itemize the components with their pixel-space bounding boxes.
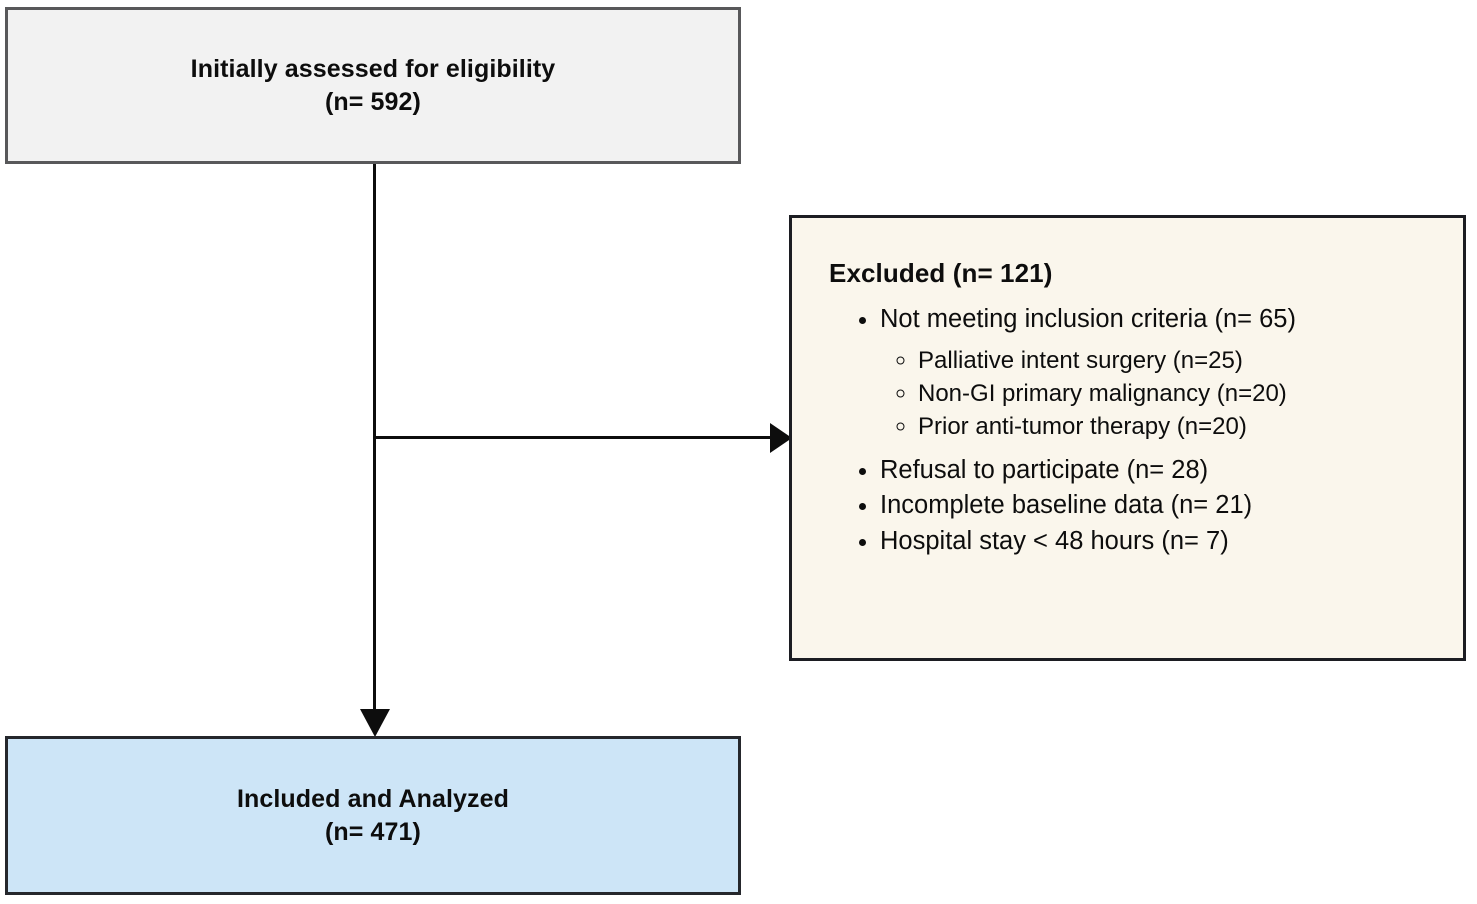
vertical-connector-line [373, 164, 376, 712]
eligibility-count: (n= 592) [325, 87, 421, 116]
arrow-down-icon [360, 709, 390, 737]
list-item: Non-GI primary malignancy (n=20) [918, 378, 1449, 411]
horizontal-connector-line [375, 436, 773, 439]
list-item: Hospital stay < 48 hours (n= 7) [880, 525, 1449, 559]
list-item-label: Hospital stay < 48 hours (n= 7) [880, 527, 1229, 556]
included-title: Included and Analyzed [236, 784, 510, 813]
list-item-label: Incomplete baseline data (n= 21) [880, 491, 1253, 520]
excluded-box: Excluded (n= 121) Not meeting inclusion … [789, 215, 1466, 661]
list-item-label: Prior anti-tumor therapy (n=20) [918, 412, 1247, 440]
list-item-label: Refusal to participate (n= 28) [880, 455, 1209, 484]
included-count: (n= 471) [325, 817, 421, 846]
eligibility-box-text: Initially assessed for eligibility (n= 5… [191, 53, 556, 119]
arrow-right-icon [770, 423, 792, 453]
list-item-label: Non-GI primary malignancy (n=20) [918, 379, 1287, 407]
list-item-label: Not meeting inclusion criteria (n= 65) [880, 305, 1296, 333]
list-item: Prior anti-tumor therapy (n=20) [918, 411, 1449, 444]
list-item: Palliative intent surgery (n=25) [918, 345, 1449, 378]
included-box-text: Included and Analyzed (n= 471) [237, 783, 509, 849]
list-item-label: Palliative intent surgery (n=25) [918, 346, 1243, 374]
list-item: Incomplete baseline data (n= 21) [880, 489, 1449, 523]
included-box: Included and Analyzed (n= 471) [5, 736, 741, 895]
list-item: Not meeting inclusion criteria (n= 65) P… [880, 303, 1449, 444]
eligibility-box: Initially assessed for eligibility (n= 5… [5, 7, 741, 164]
excluded-heading: Excluded (n= 121) [829, 258, 1053, 288]
eligibility-title: Initially assessed for eligibility [190, 54, 556, 83]
excluded-reasons-list: Not meeting inclusion criteria (n= 65) P… [824, 303, 1449, 559]
list-item: Refusal to participate (n= 28) [880, 454, 1449, 488]
excluded-subreasons-list: Palliative intent surgery (n=25) Non-GI … [880, 345, 1449, 444]
